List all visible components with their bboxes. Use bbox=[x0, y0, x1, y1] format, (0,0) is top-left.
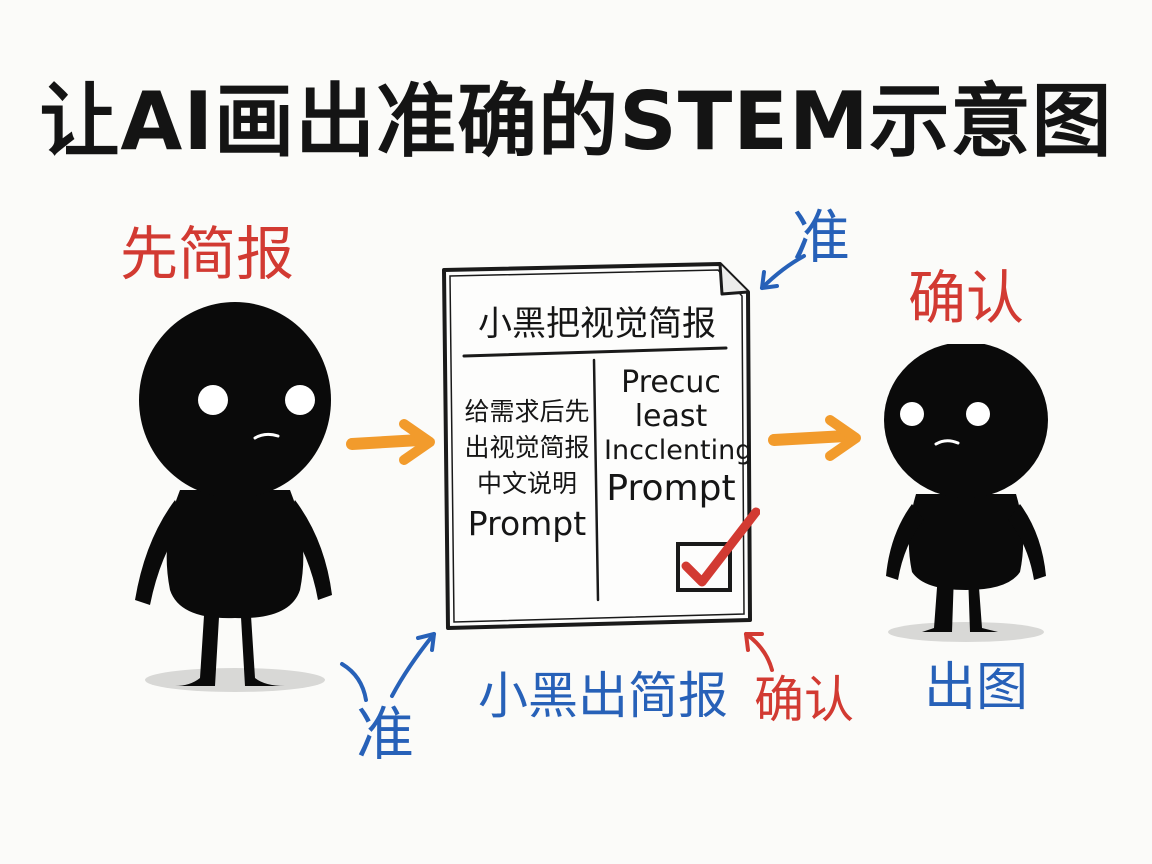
document-left-column: 给需求后先 出视觉简报 中文说明 Prompt bbox=[462, 394, 592, 546]
document-title: 小黑把视觉简报 bbox=[478, 304, 716, 344]
label-confirm-bottom: 确认 bbox=[754, 671, 854, 729]
label-brief-first: 先简报 bbox=[120, 220, 295, 288]
document-left-line: 给需求后先 bbox=[464, 397, 590, 426]
document-right-column: Precuc least Incclenting Prompt bbox=[604, 365, 753, 510]
document-right-line: Prompt bbox=[606, 468, 736, 509]
character-right bbox=[866, 344, 1066, 644]
label-output-image: 出图 bbox=[924, 658, 1029, 718]
label-confirm-top: 确认 bbox=[908, 264, 1025, 332]
document-right-line: Incclenting bbox=[604, 435, 753, 466]
label-accuracy-bottom: 准 bbox=[356, 700, 415, 768]
visual-brief-document bbox=[420, 248, 760, 638]
document-right-line: least bbox=[634, 399, 708, 434]
arrow-confirm-bottom bbox=[736, 626, 786, 676]
document-left-line: Prompt bbox=[467, 504, 587, 543]
arrow-to-document bbox=[346, 416, 438, 472]
arrow-to-output bbox=[768, 410, 864, 466]
document-right-line: Precuc bbox=[621, 365, 721, 400]
arrow-accuracy-bottom bbox=[336, 626, 446, 716]
character-left bbox=[120, 300, 350, 700]
page-title: 让AI画出准确的STEM示意图 bbox=[39, 75, 1113, 168]
label-output-brief: 小黑出简报 bbox=[478, 667, 728, 725]
document-left-line: 中文说明 bbox=[476, 469, 577, 498]
document-left-line: 出视觉简报 bbox=[464, 433, 590, 462]
arrow-accuracy-top bbox=[752, 248, 812, 298]
